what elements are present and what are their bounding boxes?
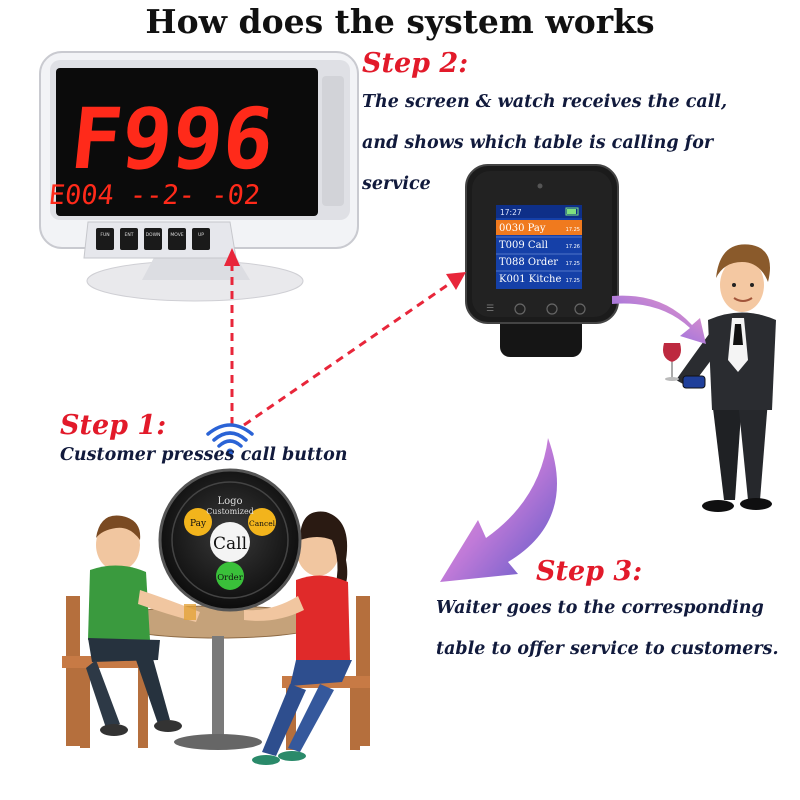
step3-heading: Step 3: [536,556,643,587]
watch-row-highlight [496,220,582,235]
order-key-label: Order [217,573,244,583]
page-title: How does the system works [145,2,655,41]
step2-line-2: and shows which table is calling for [362,133,714,153]
display-key-label: ENT [125,232,134,238]
display-button-row: FUN ENT DOWN MOVE UP [96,228,210,250]
display-big-readout: F996 [66,90,279,188]
display-key-up [192,228,210,250]
watch-row-time: 17.25 [566,278,580,284]
step1-heading: Step 1: [60,410,167,441]
step3-text: Waiter goes to the corresponding table t… [436,588,798,670]
svg-text:☰: ☰ [486,304,494,314]
watch-row-label: 0030 Pay [499,223,546,234]
pay-key-label: Pay [190,519,207,529]
curved-arrow-to-waiter [612,295,706,344]
step2-line-1: The screen & watch receives the call, [362,92,728,112]
display-key-label: FUN [100,232,109,238]
display-key-label: DOWN [146,232,161,238]
display-small-readout: E004 --2- -02 [47,180,261,211]
watch-row-label: T088 Order [499,257,558,268]
display-key-down [144,228,162,250]
display-key-ent [120,228,138,250]
watch-time: 17:27 [500,208,522,217]
call-button-customized: Customized [206,507,254,516]
watch-row-time: 17.25 [566,261,580,267]
signal-arrows [224,248,466,427]
call-button-logo: Logo [217,496,242,507]
restaurant-table-scene [62,511,370,765]
step2-heading: Step 2: [362,48,469,79]
call-button-device [158,468,302,612]
call-key-label: Call [213,534,247,554]
watch-row-label: K001 Kitche [499,274,561,285]
waiter-figure [663,244,776,512]
watch-row-time: 17.25 [566,227,580,233]
step1-text: Customer presses call button [60,445,348,465]
step2-line-3: service [362,174,431,194]
wifi-signal-icon [206,423,254,456]
curved-arrow-to-table [440,438,557,582]
display-key-fun [96,228,114,250]
step3-line-1: Waiter goes to the corresponding [436,598,764,618]
step2-text: The screen & watch receives the call, an… [362,82,792,205]
display-unit [39,51,359,302]
wrist-pager-watch: ☰ [465,164,619,357]
step3-line-2: table to offer service to customers. [436,639,779,659]
watch-row-time: 17.26 [566,244,580,250]
display-key-label: UP [198,232,204,238]
display-key-label: MOVE [170,232,183,238]
cancel-key-label: Cancel [249,519,276,528]
watch-row-label: T009 Call [499,240,548,251]
display-key-move [168,228,186,250]
